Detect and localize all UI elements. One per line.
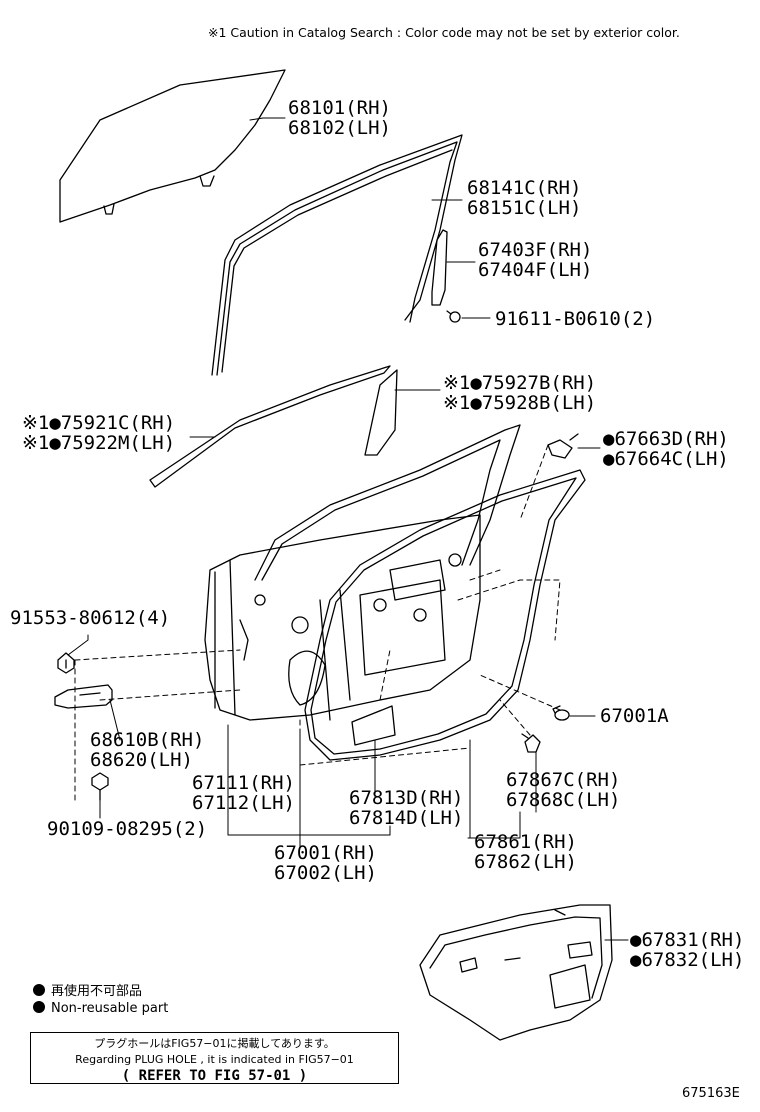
part-label-67663d[interactable]: ●67663D(RH) bbox=[603, 428, 729, 450]
door-weatherstrip-drawing bbox=[304, 469, 586, 761]
clip-67663-drawing bbox=[547, 433, 579, 459]
figure-id: 675163E bbox=[682, 1086, 740, 1101]
legend-jp-text: 再使用不可部品 bbox=[51, 984, 143, 999]
clip-67867-drawing bbox=[521, 733, 541, 753]
door-shell-drawing bbox=[204, 514, 481, 721]
part-label-67664c[interactable]: ●67664C(LH) bbox=[603, 448, 729, 470]
legend-row-jp: 再使用不可部品 bbox=[33, 980, 142, 999]
part-label-91553[interactable]: 91553-80612(4) bbox=[10, 607, 171, 629]
hinge-assembly-drawing bbox=[54, 652, 113, 801]
part-label-68151c[interactable]: 68151C(LH) bbox=[467, 197, 582, 219]
part-label-75922m[interactable]: ※1●75922M(LH) bbox=[22, 432, 176, 454]
pillar-garnish-drawing bbox=[364, 369, 398, 456]
legend-en-text: Non-reusable part bbox=[51, 1001, 169, 1016]
part-label-67001[interactable]: 67001(RH) bbox=[274, 842, 377, 864]
part-label-67862[interactable]: 67862(LH) bbox=[474, 851, 577, 873]
legend-row-en: Non-reusable part bbox=[33, 1001, 168, 1016]
part-label-68101[interactable]: 68101(RH) bbox=[288, 97, 391, 119]
run-channel-drawing bbox=[211, 134, 463, 376]
part-label-67868c[interactable]: 67868C(LH) bbox=[506, 789, 621, 811]
part-label-91611[interactable]: 91611-B0610(2) bbox=[495, 308, 656, 330]
part-label-68102[interactable]: 68102(LH) bbox=[288, 117, 391, 139]
part-label-68141c[interactable]: 68141C(RH) bbox=[467, 177, 582, 199]
part-label-75921c[interactable]: ※1●75921C(RH) bbox=[22, 412, 176, 434]
part-label-67832[interactable]: ●67832(LH) bbox=[630, 949, 745, 971]
part-label-67831[interactable]: ●67831(RH) bbox=[630, 929, 745, 951]
plug-hole-note-box: プラグホールはFIG57−01に掲載してあります。 Regarding PLUG… bbox=[30, 1032, 399, 1084]
part-label-68620[interactable]: 68620(LH) bbox=[90, 749, 193, 771]
part-label-67403f[interactable]: 67403F(RH) bbox=[478, 239, 593, 261]
part-label-75927b[interactable]: ※1●75927B(RH) bbox=[443, 372, 597, 394]
note-line-en: Regarding PLUG HOLE , it is indicated in… bbox=[75, 1053, 354, 1066]
belt-moulding-drawing bbox=[149, 365, 391, 488]
part-label-67111[interactable]: 67111(RH) bbox=[192, 772, 295, 794]
part-label-67813d[interactable]: 67813D(RH) bbox=[349, 787, 464, 809]
non-reusable-dot-icon bbox=[33, 984, 45, 996]
part-label-67112[interactable]: 67112(LH) bbox=[192, 792, 295, 814]
division-bar-drawing bbox=[431, 229, 448, 306]
part-label-67002[interactable]: 67002(LH) bbox=[274, 862, 377, 884]
part-label-68610b[interactable]: 68610B(RH) bbox=[90, 729, 205, 751]
plug-67001a-drawing bbox=[552, 705, 570, 721]
refer-to-fig-link[interactable]: ( REFER TO FIG 57-01 ) bbox=[121, 1068, 308, 1084]
part-label-67404f[interactable]: 67404F(LH) bbox=[478, 259, 593, 281]
door-glass-drawing bbox=[59, 69, 286, 223]
part-label-75928b[interactable]: ※1●75928B(LH) bbox=[443, 392, 597, 414]
part-label-67001a[interactable]: 67001A bbox=[600, 705, 669, 727]
part-label-67814d[interactable]: 67814D(LH) bbox=[349, 807, 464, 829]
part-label-90109[interactable]: 90109-08295(2) bbox=[47, 818, 208, 840]
note-line-jp: プラグホールはFIG57−01に掲載してあります。 bbox=[94, 1037, 335, 1050]
door-trim-board-drawing bbox=[419, 904, 613, 1041]
service-hole-cover-drawing bbox=[351, 705, 396, 746]
bolt-91611-drawing bbox=[446, 310, 461, 323]
part-label-67867c[interactable]: 67867C(RH) bbox=[506, 769, 621, 791]
non-reusable-dot-icon bbox=[33, 1001, 45, 1013]
caution-note: ※1 Caution in Catalog Search : Color cod… bbox=[208, 25, 680, 40]
part-label-67861[interactable]: 67861(RH) bbox=[474, 831, 577, 853]
door-frame-seal-drawing bbox=[254, 424, 521, 581]
